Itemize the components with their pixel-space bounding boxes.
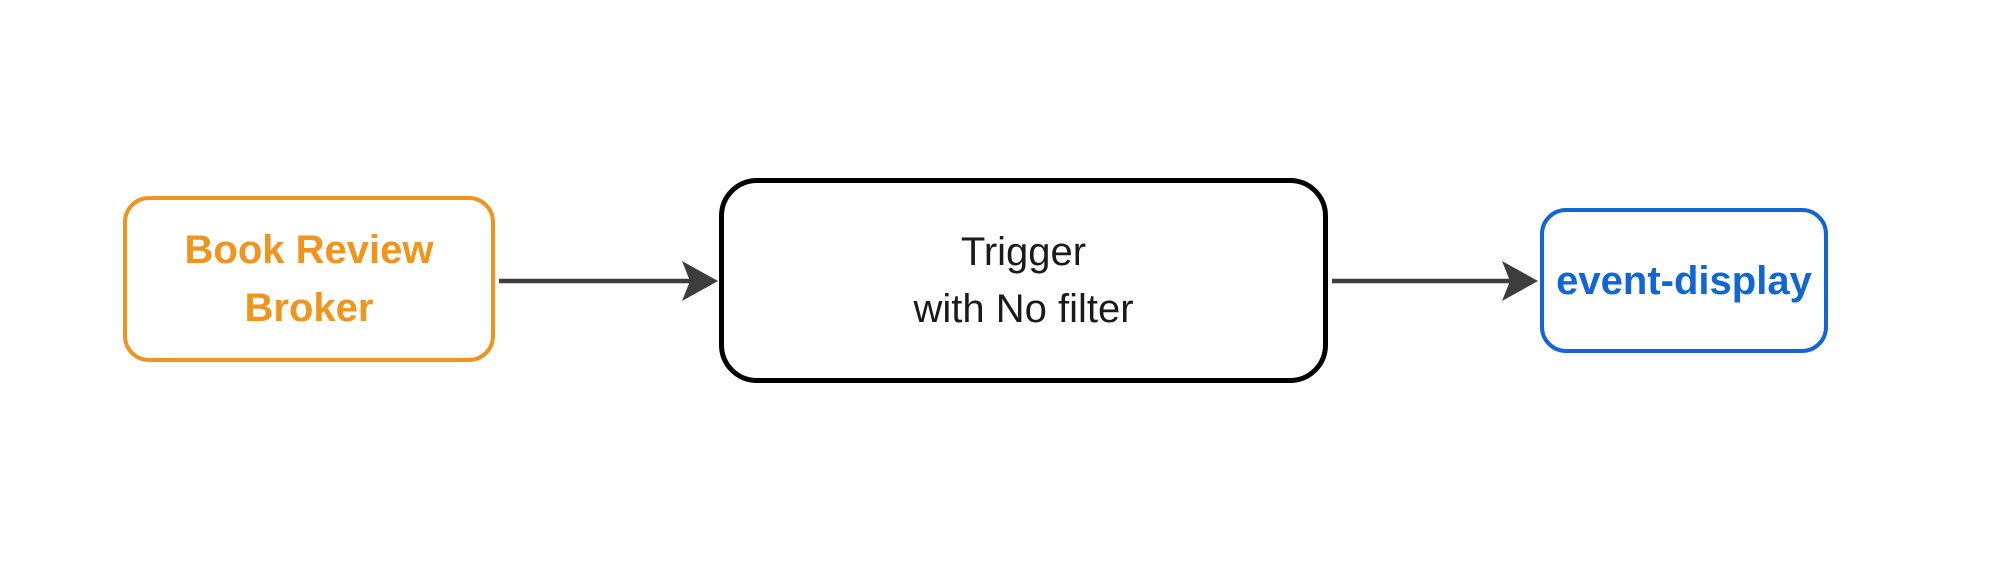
- arrow-trigger-to-event-display: [1332, 261, 1538, 301]
- arrowhead-icon: [682, 261, 718, 301]
- node-event-display: event-display: [1540, 208, 1828, 353]
- node-label: Trigger with No filter: [724, 224, 1323, 338]
- node-label-line: Book Review: [184, 228, 434, 272]
- node-label-line: Broker: [244, 286, 374, 330]
- node-trigger: Trigger with No filter: [719, 178, 1328, 383]
- node-label: Book Review Broker: [127, 221, 491, 337]
- arrow-broker-to-trigger: [499, 261, 718, 301]
- node-label-line: Trigger: [960, 229, 1087, 274]
- node-label: event-display: [1544, 257, 1824, 305]
- node-label-line: event-display: [1556, 258, 1812, 303]
- node-book-review-broker: Book Review Broker: [123, 196, 495, 362]
- arrowhead-icon: [1502, 261, 1538, 301]
- node-label-line: with No filter: [913, 286, 1134, 331]
